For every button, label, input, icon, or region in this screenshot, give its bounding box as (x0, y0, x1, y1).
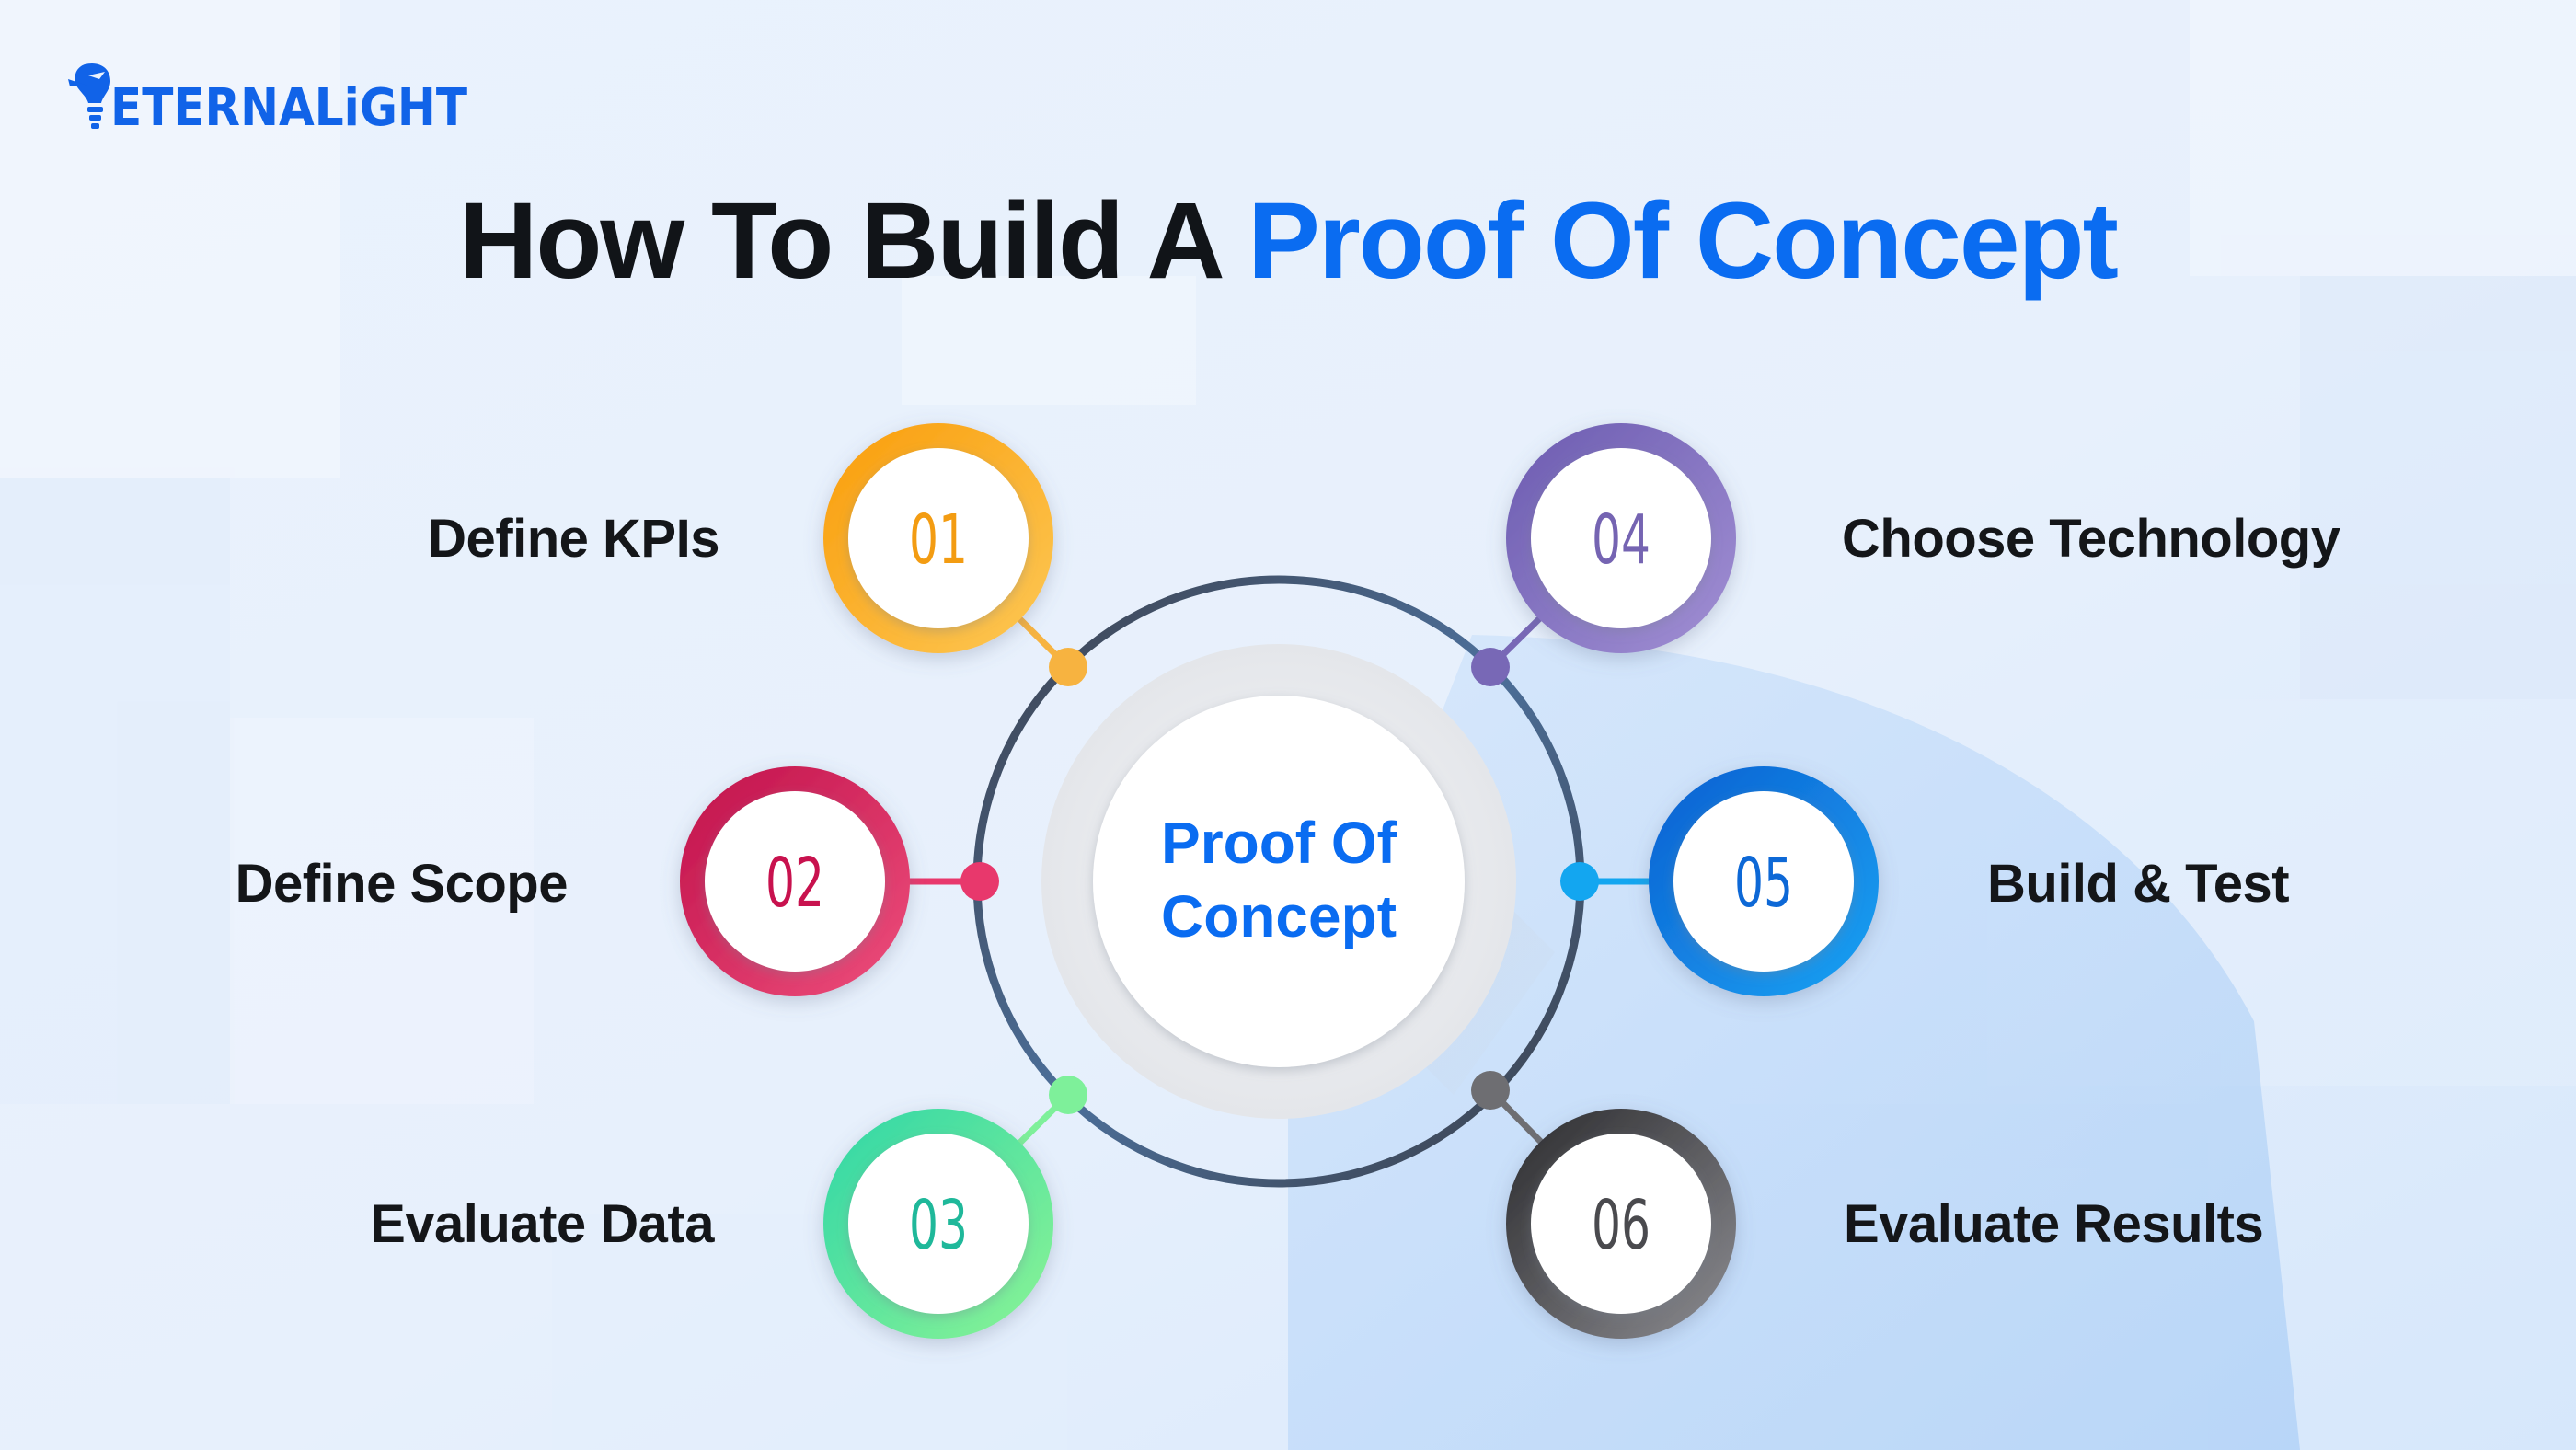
step-06[interactable]: 06 Evaluate Results (1471, 1071, 2264, 1339)
step-number: 02 (765, 844, 824, 923)
hub-disc (1093, 696, 1465, 1067)
step-label: Evaluate Data (370, 1194, 715, 1254)
step-label: Define KPIs (428, 509, 719, 569)
hub-label-line2: Concept (1161, 883, 1397, 949)
step-badge-face (1531, 448, 1711, 628)
title-prefix: How To Build A (459, 180, 1223, 302)
step-04[interactable]: 04 Choose Technology (1471, 423, 2340, 686)
step-number: 01 (909, 501, 968, 580)
step-connector-dot (960, 862, 999, 901)
step-badge-face (848, 1134, 1029, 1314)
step-02[interactable]: 02 Define Scope (236, 766, 999, 996)
step-connector-dot (1049, 648, 1087, 686)
step-number: 03 (909, 1186, 968, 1265)
step-connector-dot (1471, 1071, 1510, 1110)
step-03[interactable]: 03 Evaluate Data (370, 1076, 1087, 1339)
step-05[interactable]: 05 Build & Test (1560, 766, 2290, 996)
brand-logo[interactable]: ETERNALiGHT (68, 63, 467, 138)
step-connector-dot (1471, 648, 1510, 686)
page-title: How To Build A Proof Of Concept (459, 180, 2117, 302)
hub-label-line1: Proof Of (1161, 810, 1397, 876)
step-label: Evaluate Results (1844, 1194, 2263, 1254)
step-connector-dot (1049, 1076, 1087, 1114)
steps: 01 Define KPIs 02 Define Scope 03 Evaluate Da… (236, 423, 2340, 1339)
hub: Proof Of Concept (972, 575, 1585, 1188)
step-label: Define Scope (236, 854, 568, 914)
step-badge-face (705, 791, 885, 972)
step-number: 05 (1734, 844, 1793, 923)
step-badge-face (1531, 1134, 1711, 1314)
lightbulb-icon (68, 63, 110, 129)
step-label: Choose Technology (1842, 509, 2340, 569)
step-number: 06 (1592, 1186, 1650, 1265)
step-connector-dot (1560, 862, 1599, 901)
step-01[interactable]: 01 Define KPIs (428, 423, 1087, 686)
step-label: Build & Test (1987, 854, 2289, 914)
step-badge-face (1673, 791, 1854, 972)
step-badge-face (848, 448, 1029, 628)
brand-wordmark: ETERNALiGHT (110, 78, 467, 138)
step-number: 04 (1592, 501, 1650, 580)
title-highlight: Proof Of Concept (1248, 180, 2117, 302)
